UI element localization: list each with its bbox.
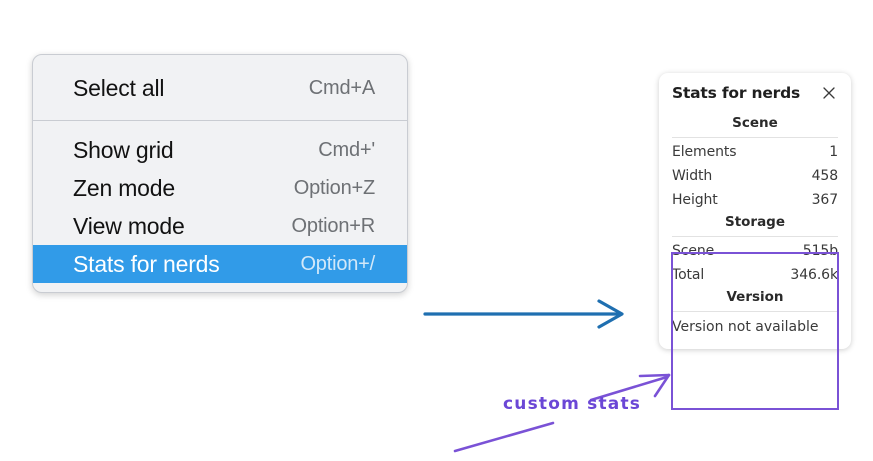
stat-value: 458 bbox=[811, 168, 839, 185]
stat-key: Width bbox=[672, 168, 713, 185]
menu-item-label: Stats for nerds bbox=[73, 250, 220, 277]
stat-value: 515b bbox=[802, 243, 838, 260]
annotation-label-custom-stats: custom stats bbox=[503, 394, 642, 414]
stat-row-width: Width 458 bbox=[672, 164, 838, 188]
custom-stats-underline-stroke bbox=[453, 421, 555, 453]
menu-item-label: Select all bbox=[73, 74, 165, 101]
stat-value: 1 bbox=[829, 144, 838, 160]
menu-item-shortcut: Cmd+A bbox=[308, 76, 375, 99]
menu-item-stats-for-nerds[interactable]: Stats for nerds Option+/ bbox=[33, 245, 407, 283]
stat-value: 346.6k bbox=[790, 267, 838, 284]
section-title-scene: Scene bbox=[732, 115, 778, 131]
menu-item-label: Show grid bbox=[73, 136, 174, 163]
menu-item-shortcut: Cmd+' bbox=[318, 138, 375, 161]
menu-item-view-mode[interactable]: View mode Option+R bbox=[33, 207, 407, 245]
section-title-storage: Storage bbox=[724, 214, 786, 231]
section-scene: Scene Elements 1 Width 458 Height 367 bbox=[659, 113, 851, 212]
menu-item-zen-mode[interactable]: Zen mode Option+Z bbox=[33, 169, 407, 207]
stat-key: Total bbox=[672, 267, 705, 284]
version-value: Version not available bbox=[672, 319, 819, 336]
stat-key: Elements bbox=[672, 144, 737, 160]
page-title: Stats for nerds bbox=[672, 84, 801, 102]
menu-item-shortcut: Option+Z bbox=[293, 176, 375, 199]
stat-row-storage-total: Total 346.6k bbox=[672, 263, 838, 287]
menu-item-label: Zen mode bbox=[73, 174, 175, 201]
context-menu[interactable]: Select all Cmd+A Show grid Cmd+' Zen mod… bbox=[32, 54, 408, 293]
menu-group-view: Show grid Cmd+' Zen mode Option+Z View m… bbox=[33, 121, 407, 292]
section-title-version: Version bbox=[726, 289, 784, 306]
stat-key: Height bbox=[672, 192, 718, 209]
stat-key: Scene bbox=[672, 243, 715, 260]
menu-item-show-grid[interactable]: Show grid Cmd+' bbox=[33, 131, 407, 169]
stat-row-storage-scene: Scene 515b bbox=[672, 239, 838, 263]
section-version: Version Version not available bbox=[659, 287, 851, 338]
stat-row-elements: Elements 1 bbox=[672, 140, 838, 164]
stats-for-nerds-panel: Stats for nerds Scene Elements 1 Width 4… bbox=[659, 73, 851, 350]
stat-value: 367 bbox=[811, 192, 839, 209]
panel-header: Stats for nerds bbox=[659, 84, 851, 102]
menu-item-shortcut: Option+/ bbox=[300, 252, 375, 275]
stat-row-height: Height 367 bbox=[672, 188, 838, 212]
menu-item-select-all[interactable]: Select all Cmd+A bbox=[33, 69, 407, 107]
close-icon[interactable] bbox=[820, 84, 838, 102]
menu-group-primary: Select all Cmd+A bbox=[33, 55, 407, 121]
menu-item-label: View mode bbox=[73, 212, 185, 239]
menu-item-shortcut: Option+R bbox=[291, 214, 376, 237]
section-divider bbox=[672, 311, 838, 313]
section-storage: Storage Scene 515b Total 346.6k bbox=[659, 212, 851, 287]
section-divider bbox=[672, 236, 838, 238]
flow-arrow-icon bbox=[423, 299, 624, 329]
section-divider bbox=[672, 137, 838, 138]
